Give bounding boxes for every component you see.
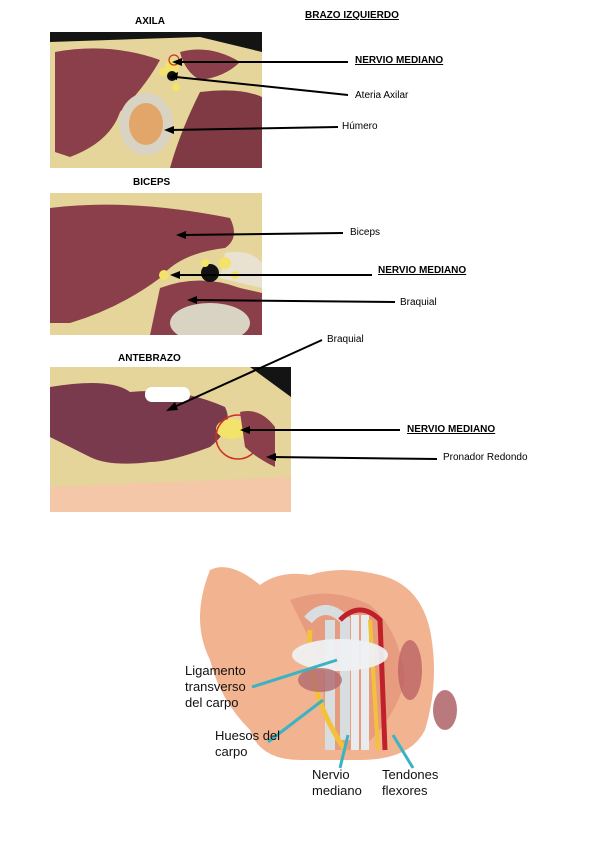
antebrazo-nerve-marker [216, 419, 248, 439]
axila-bone-label: Húmero [342, 121, 378, 132]
page-title: BRAZO IZQUIERDO [305, 10, 399, 21]
biceps-nerve-marker [159, 270, 169, 280]
hand-ligament-label: Ligamento transverso del carpo [185, 663, 246, 710]
axila-artery-label: Ateria Axilar [355, 90, 409, 101]
axila-nerve-marker [165, 60, 179, 74]
antebrazo-image [50, 367, 291, 512]
axila-muscle-left [55, 48, 160, 157]
artery-line [338, 607, 388, 751]
hand-tendons-label: Tendones flexores [382, 767, 439, 798]
antebrazo-nerve-label: NERVIO MEDIANO [407, 424, 496, 435]
axila-nerve-label: NERVIO MEDIANO [355, 55, 444, 66]
transverse-ligament [292, 639, 388, 671]
antebrazo-title: ANTEBRAZO [118, 353, 181, 364]
biceps-title: BICEPS [133, 177, 171, 188]
hand-nerve-label: Nervio mediano [312, 767, 362, 798]
axila-image [50, 32, 262, 168]
antebrazo-brachial-label: Braquial [327, 334, 364, 345]
biceps-nerve-label: NERVIO MEDIANO [378, 265, 467, 276]
biceps-brachial-label: Braquial [400, 297, 437, 308]
axila-title: AXILA [135, 16, 165, 27]
antebrazo-pronator-label: Pronador Redondo [443, 452, 528, 463]
hand-illustration [200, 567, 457, 760]
pronator-muscle [240, 411, 275, 467]
hand-bones-label: Huesos del carpo [215, 728, 281, 759]
biceps-muscle-label: Biceps [350, 227, 381, 238]
